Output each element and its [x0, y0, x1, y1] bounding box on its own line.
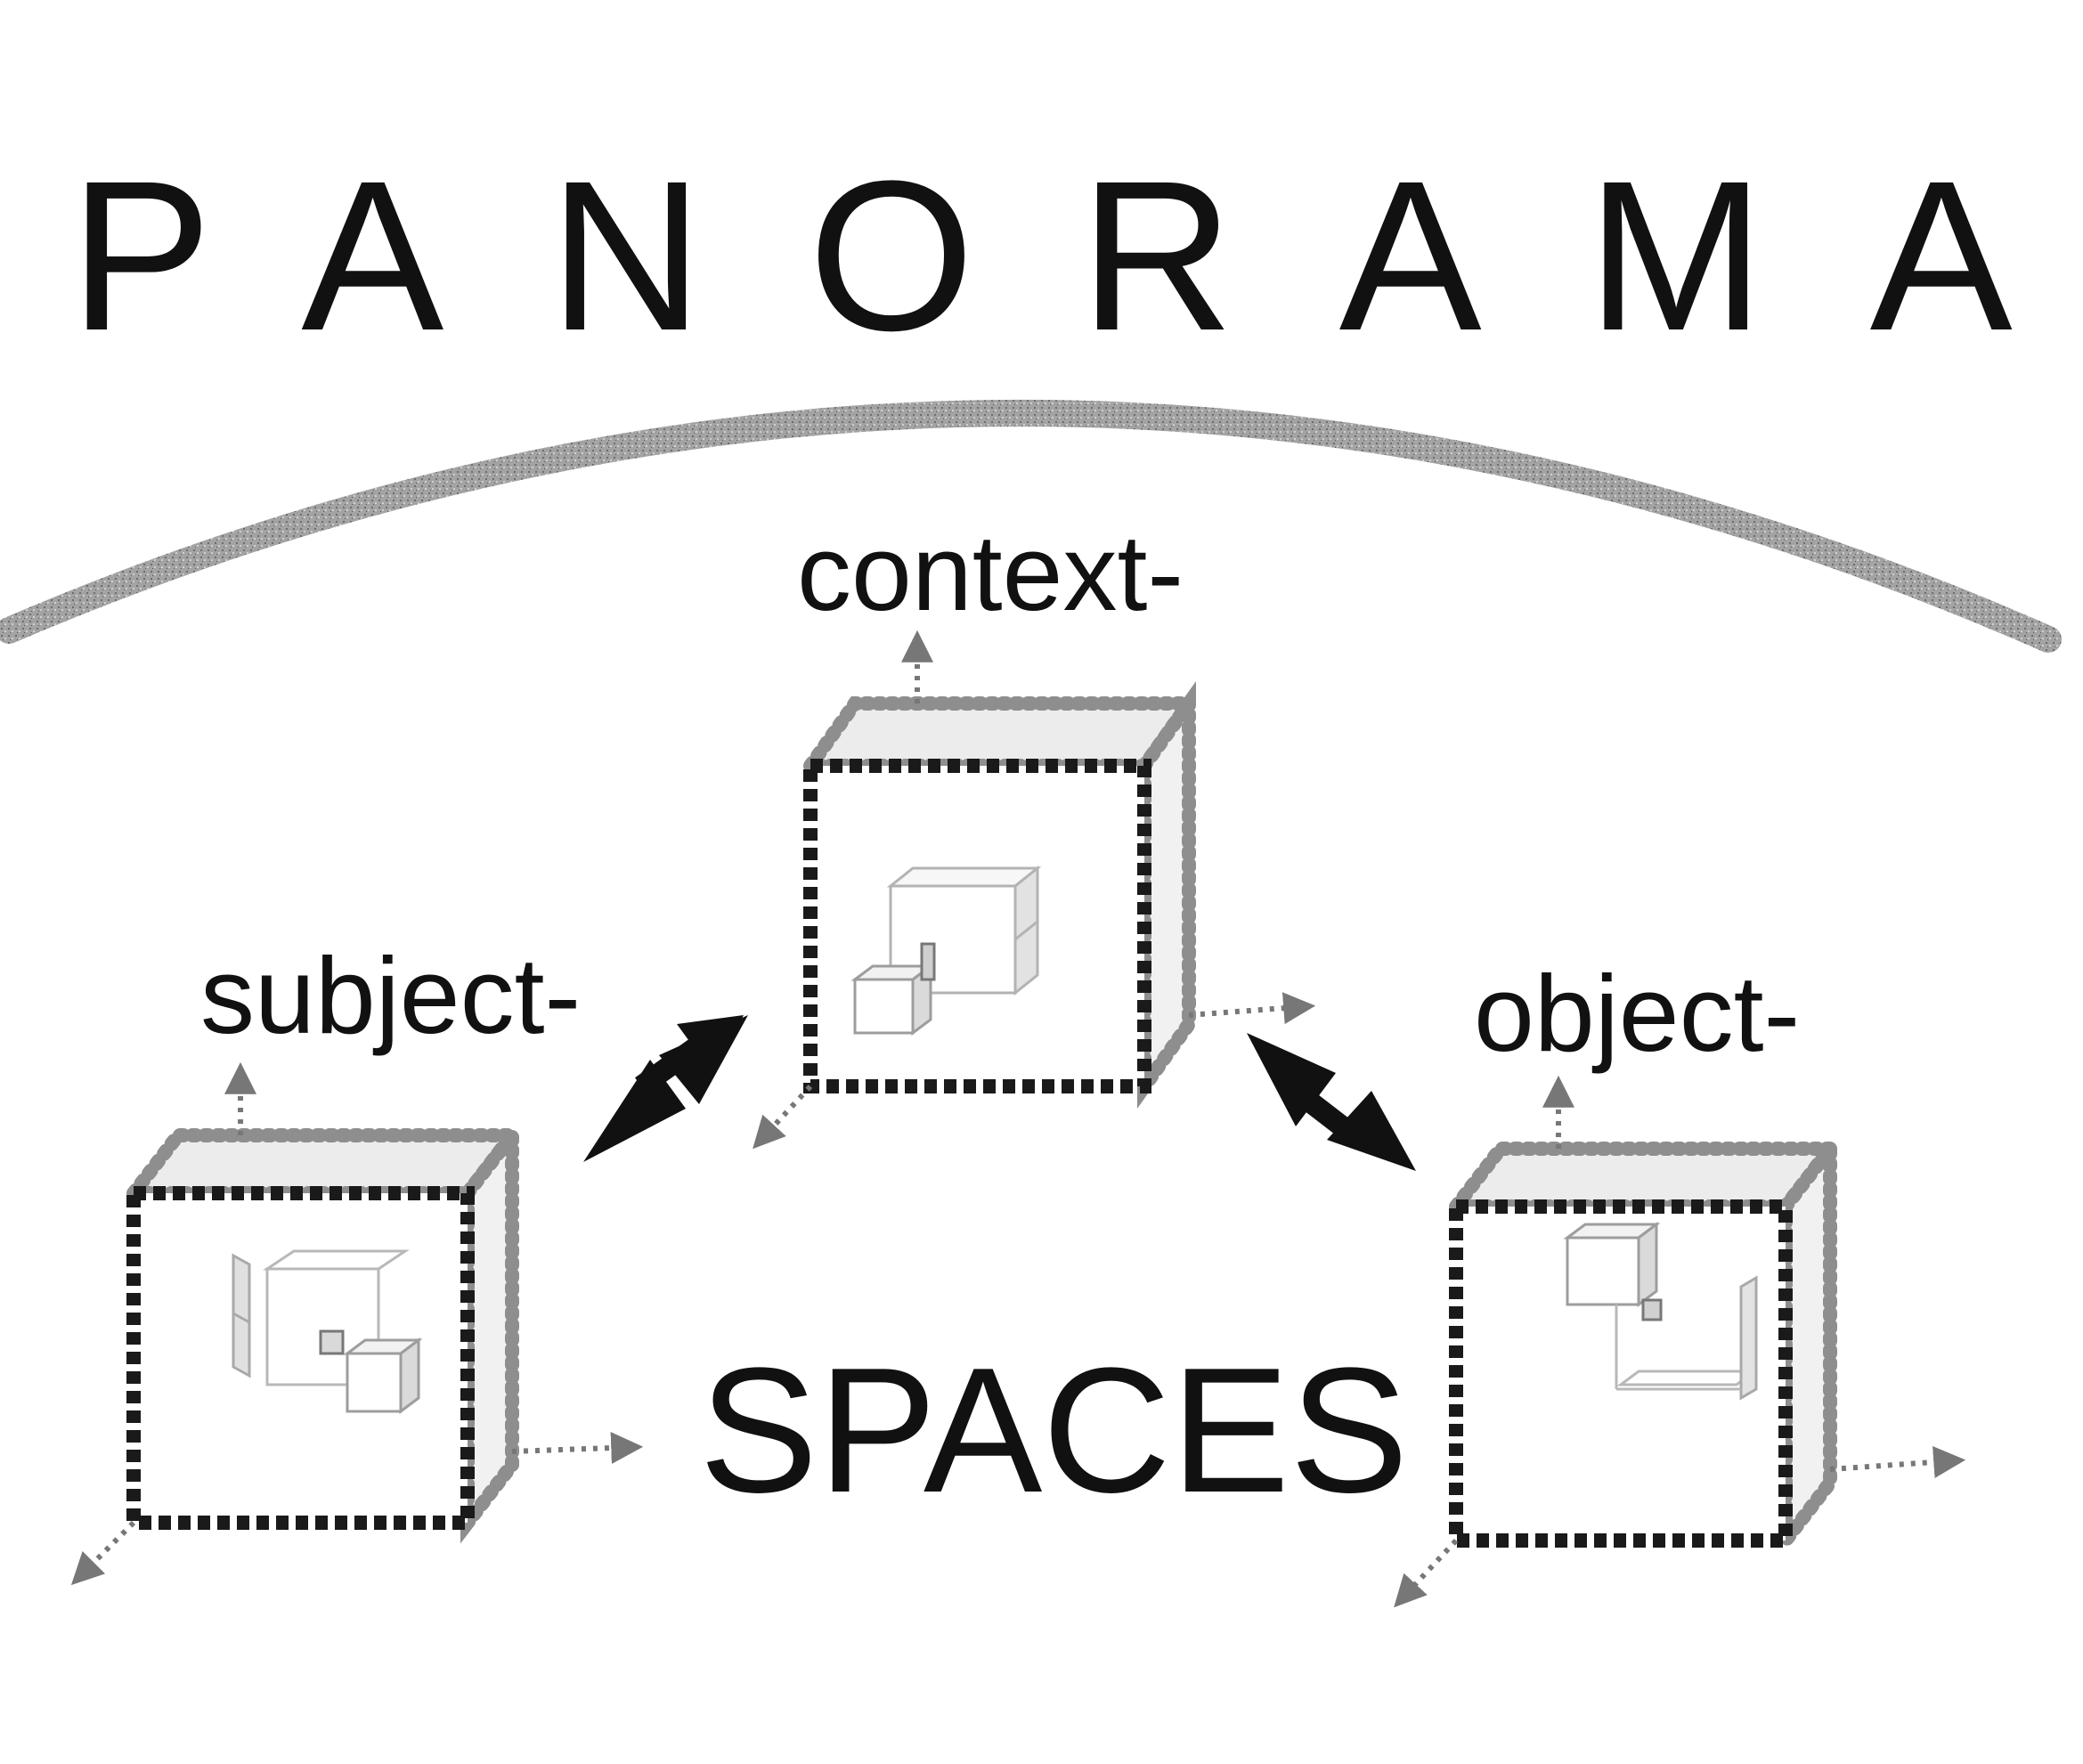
- double-headed-arrow-icon: [1247, 1033, 1416, 1171]
- cube-subject-icon: [70, 1061, 644, 1586]
- cube-context-icon: [753, 630, 1316, 1150]
- double-headed-arrow-icon: [583, 1015, 748, 1162]
- title-panorama: PANORAMA: [69, 136, 2083, 375]
- cube-object-icon: [1394, 1075, 1966, 1608]
- label-object-space: object-: [1474, 953, 1800, 1074]
- horizon-arc: [0, 400, 2062, 653]
- label-subject-space: subject-: [200, 935, 581, 1056]
- label-spaces: SPACES: [699, 1331, 1409, 1530]
- label-context-space: context-: [797, 512, 1184, 633]
